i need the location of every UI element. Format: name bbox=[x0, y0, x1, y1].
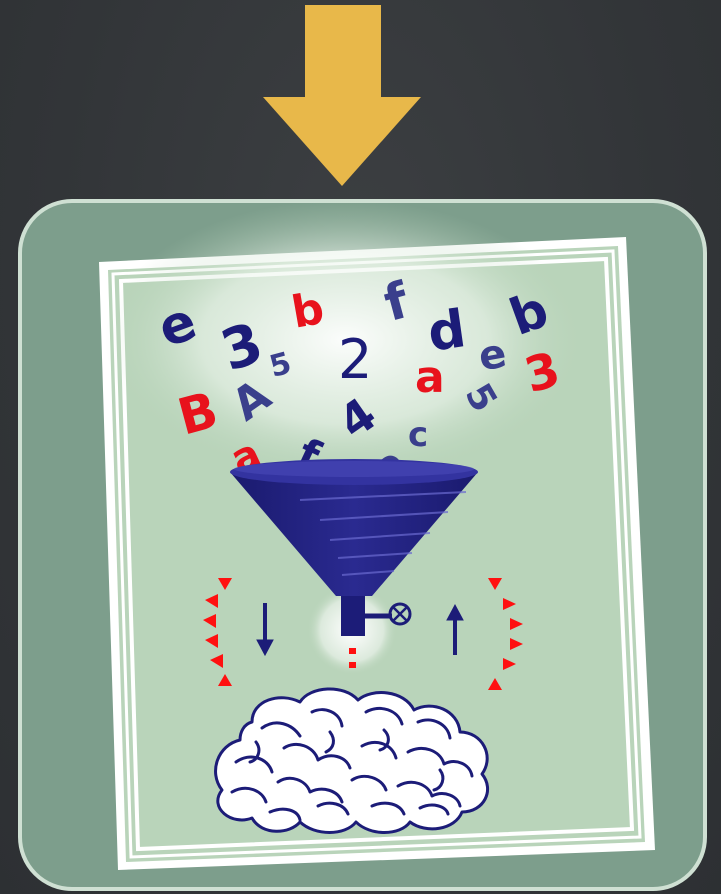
letter: a bbox=[415, 352, 445, 403]
letter: c bbox=[408, 415, 428, 455]
letter: 2 bbox=[338, 328, 372, 391]
brain-icon bbox=[216, 689, 488, 833]
arrow-down-icon bbox=[263, 5, 421, 186]
